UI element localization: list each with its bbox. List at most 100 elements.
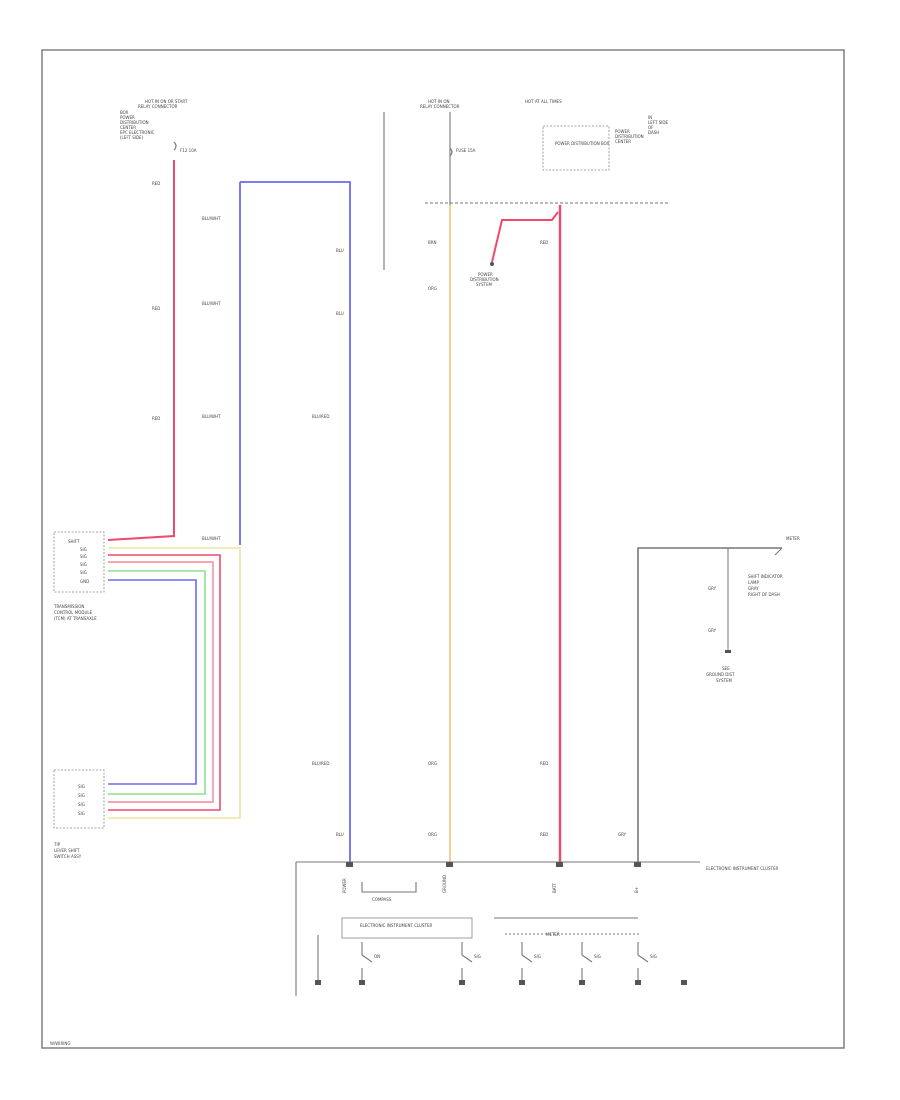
- fuse-mid-symbol: [449, 147, 453, 157]
- top-left-note-1: POWER: [120, 115, 135, 120]
- code-gry-3: GRY: [708, 628, 717, 633]
- tcm-pin-2: SIG: [80, 554, 87, 559]
- code-gry-2: GRY: [708, 586, 717, 591]
- pin-org: [446, 862, 453, 867]
- top-mid-sub: RELAY CONNECTOR: [420, 104, 460, 109]
- code-bluwht-2: BLU/WHT: [202, 301, 221, 306]
- ecu-label: ELECTRONIC INSTRUMENT CLUSTER: [360, 923, 432, 928]
- code-bluwht-4: BLU/WHT: [202, 536, 221, 541]
- tcm-pin-5: GND: [80, 579, 89, 584]
- power-dist-1: DISTRIBUTION: [470, 277, 499, 282]
- power-dist-node: [490, 262, 494, 266]
- right-ground-2: SYSTEM: [716, 678, 732, 683]
- top-right-heading: HOT AT ALL TIMES: [525, 99, 562, 104]
- right-note-3: DASH: [648, 130, 659, 135]
- sel-pin-3: SIG: [78, 811, 85, 816]
- tcm-pin-4: SIG: [80, 570, 87, 575]
- code-blured-1: BLU/RED: [312, 414, 329, 419]
- right-note-0: IN: [648, 115, 652, 120]
- tcm-label-1: CONTROL MODULE: [54, 610, 93, 615]
- code-blu-2: BLU: [336, 311, 344, 316]
- top-right-source: HOT AT ALL TIMES POWER DISTRIBUTION BOX …: [425, 99, 669, 204]
- pin-label-2: BATT: [552, 882, 557, 893]
- top-left-source: HOT IN ON OR START RELAY CONNECTOR BOX P…: [120, 99, 197, 153]
- tcm-pin-1: SIG: [80, 547, 87, 552]
- switch-label-4: SIG: [650, 954, 657, 959]
- power-dist-2: SYSTEM: [476, 282, 492, 287]
- sel-label-2: SWITCH ASSY: [54, 854, 82, 859]
- code-brn-1: BRN: [428, 240, 437, 245]
- right-ground-1: GROUND DIST: [706, 672, 735, 677]
- switch-1: [461, 942, 473, 980]
- ground-2: [459, 980, 465, 985]
- power-box-label: POWER DISTRIBUTION BOX: [555, 141, 610, 146]
- power-dist-branch: POWER DISTRIBUTION SYSTEM: [470, 211, 559, 287]
- ground-5: [635, 980, 641, 985]
- ground-0: [315, 980, 321, 985]
- right-module-2: GRAY: [748, 586, 759, 591]
- code-red-2: RED: [152, 306, 160, 311]
- footer-label: W/WIRING: [50, 1041, 71, 1046]
- top-left-sub: RELAY CONNECTOR: [138, 104, 178, 109]
- switch-3: [581, 942, 593, 980]
- wire-blue-loop: [108, 579, 197, 785]
- code-red-6: RED: [540, 832, 548, 837]
- wire-green-loop: [108, 570, 206, 795]
- top-left-note-3: CENTER: [120, 125, 136, 130]
- power-note-0: POWER: [615, 129, 630, 134]
- code-red-4: RED: [540, 240, 548, 245]
- code-blu-3: BLU: [336, 832, 344, 837]
- pin-label-1: GROUND: [442, 875, 447, 893]
- power-box: [542, 125, 610, 171]
- tcm-box: [53, 531, 105, 593]
- code-org-3: ORG: [428, 832, 437, 837]
- ground-1: [359, 980, 365, 985]
- wire-blue-main: [239, 181, 351, 862]
- switch-label-0: ON: [374, 954, 380, 959]
- top-left-heading: HOT IN ON OR START: [145, 99, 188, 104]
- wire-red-loop: [108, 554, 221, 811]
- power-note-1: DISTRIBUTION: [615, 134, 644, 139]
- code-bluwht-1: BLU/WHT: [202, 216, 221, 221]
- switch-4: [637, 942, 649, 980]
- right-ground-0: SEE: [722, 666, 730, 671]
- sel-label-0: TIP: [53, 842, 61, 847]
- sel-label-1: LEVER SHIFT: [54, 848, 80, 853]
- sel-pin-0: SIG: [78, 784, 85, 789]
- wire-gray-stub: [774, 547, 783, 556]
- top-left-note-0: BOX: [120, 110, 129, 115]
- power-dist-wire: [491, 211, 559, 263]
- code-blured-2: BLU/RED: [312, 761, 329, 766]
- switch-label-1: SIG: [474, 954, 481, 959]
- top-mid-heading: HOT IN ON: [428, 99, 449, 104]
- compass-label: COMPASS: [372, 897, 392, 902]
- wire-pink-loop: [108, 561, 214, 803]
- ground-6: [681, 980, 687, 985]
- switch-0: [361, 942, 373, 980]
- right-module-3: RIGHT OF DASH: [748, 592, 780, 597]
- wire-yellow-loop: [108, 547, 241, 819]
- right-note-2: OF: [648, 125, 654, 130]
- code-org-2: ORG: [428, 761, 437, 766]
- instrument-cluster: ELECTRONIC INSTRUMENT CLUSTER POWER GROU…: [295, 861, 778, 996]
- code-red-5: RED: [540, 761, 548, 766]
- fuse-left-label: F12 10A: [180, 148, 197, 153]
- power-dist-0: POWER: [478, 272, 493, 277]
- pin-gry: [634, 862, 641, 867]
- code-gry-1: GRY: [618, 832, 627, 837]
- switch-label-3: SIG: [594, 954, 601, 959]
- tcm-label-0: TRANSMISSION: [53, 604, 84, 609]
- diagram-frame: [41, 49, 845, 1049]
- pin-red: [556, 862, 563, 867]
- tcm-label-2: (TCM) AT TRANSAXLE: [54, 616, 97, 621]
- top-mid-source: HOT IN ON RELAY CONNECTOR FUSE 15A: [383, 99, 476, 270]
- sel-pin-1: SIG: [78, 793, 85, 798]
- wires: [107, 160, 783, 862]
- tcm-pin-0: SHIFT: [68, 539, 80, 544]
- fuse-left-symbol: [173, 141, 177, 151]
- pin-blu: [346, 862, 353, 867]
- right-note-1: LEFT SIDE: [648, 120, 669, 125]
- ground-3: [519, 980, 525, 985]
- top-left-note-2: DISTRIBUTION: [120, 120, 149, 125]
- pin-label-3: B+: [634, 887, 639, 893]
